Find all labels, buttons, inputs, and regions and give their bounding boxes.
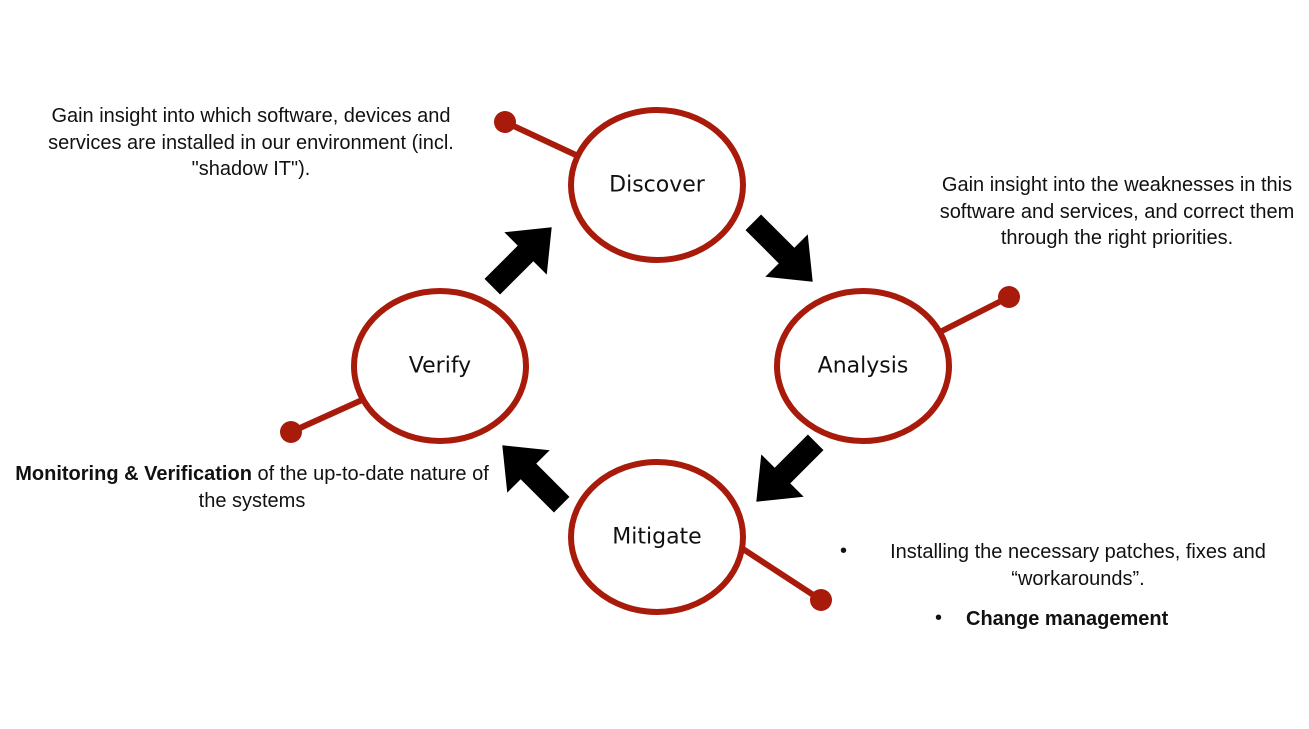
analysis-pin-line xyxy=(938,294,1011,335)
analysis-label: Analysis xyxy=(817,353,909,379)
mitigate-label: Mitigate xyxy=(612,524,702,550)
verify-note-bold: Monitoring & Verification xyxy=(15,463,252,485)
bullet-icon: • xyxy=(935,607,943,629)
analysis-pin-dot xyxy=(998,286,1020,308)
verify-note-text: of the up-to-date nature of the systems xyxy=(198,463,489,512)
verify-pin-dot xyxy=(280,421,302,443)
verify-circle xyxy=(351,288,529,444)
cycle-nodes xyxy=(351,107,952,615)
verify-note: Monitoring & Verification of the up-to-d… xyxy=(0,461,504,514)
discover-circle xyxy=(568,107,746,263)
mitigate-item-patches: Installing the necessary patches, fixes … xyxy=(890,541,1266,590)
mitigate-pin-dot xyxy=(810,589,832,611)
discover-label: Discover xyxy=(609,172,705,198)
analysis-circle xyxy=(774,288,952,444)
mitigate-pin-line xyxy=(741,546,823,603)
flow-arrows xyxy=(484,214,824,513)
mitigate-circle xyxy=(568,459,746,615)
arrow-mitigate-to-verify xyxy=(502,445,570,513)
verify-pin-line xyxy=(289,397,364,435)
verify-label: Verify xyxy=(408,353,472,379)
discover-pin-dot xyxy=(494,111,516,133)
mitigate-item-change-management: Change management xyxy=(966,606,1168,633)
arrow-discover-to-analysis xyxy=(745,214,813,282)
pin-connectors xyxy=(280,111,1020,611)
bullet-icon: • xyxy=(840,540,848,562)
change-management-text: Change management xyxy=(966,608,1169,630)
analysis-note: Gain insight into the weaknesses in this… xyxy=(939,174,1295,249)
discover-note: Gain insight into which software, device… xyxy=(48,105,454,180)
arrow-analysis-to-mitigate xyxy=(756,434,824,502)
discover-pin-line xyxy=(503,119,580,159)
arrow-verify-to-discover xyxy=(484,227,552,295)
